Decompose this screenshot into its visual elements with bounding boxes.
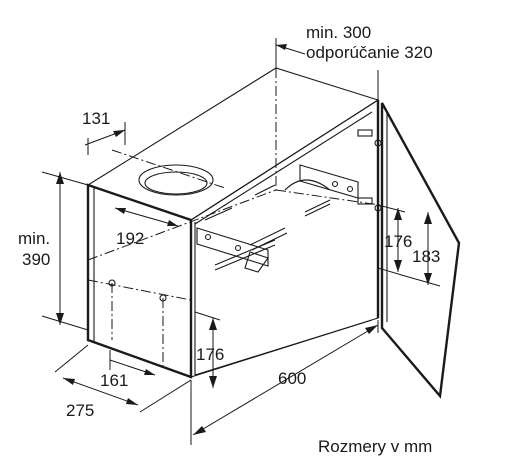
dim-176b-ext-top <box>194 311 221 321</box>
caption-units: Rozmery v mm <box>318 437 432 456</box>
bracket-right <box>299 164 359 199</box>
screw-hole-right <box>159 294 167 302</box>
exhaust-hole <box>138 164 214 196</box>
label-min: min. <box>18 229 50 248</box>
label-min-300: min. 300 <box>306 23 371 42</box>
inner-bottom-edge <box>194 319 373 376</box>
cabinet-front-panel <box>86 183 193 379</box>
bolt-right-b <box>304 203 331 217</box>
screw-hole-left <box>108 279 116 287</box>
bolt-top-left <box>204 207 233 221</box>
arrow-top <box>276 44 287 50</box>
bolt-left <box>249 227 286 246</box>
label-183: 183 <box>412 247 440 266</box>
arrow-600-right <box>365 325 378 334</box>
bracket-right-hole-1 <box>331 180 339 188</box>
arrow-275-right <box>126 398 138 405</box>
cabinet-right-side <box>190 98 379 378</box>
hidden-mid-line <box>87 189 277 261</box>
arrow-183-bottom <box>424 273 432 285</box>
hinge-top <box>357 129 373 137</box>
arrow-390-top <box>56 172 64 184</box>
bracket-left-hole-2 <box>234 244 242 252</box>
bolt-top-right <box>254 184 276 196</box>
label-161: 161 <box>100 371 128 390</box>
arrow-192-left <box>115 208 126 214</box>
dim-390-ext-bottom <box>41 315 89 331</box>
dim-176r-ext-bottom <box>377 267 406 277</box>
rail-left <box>214 239 276 266</box>
hole-centerline <box>111 149 226 189</box>
cabinet-door <box>380 102 461 399</box>
hinge-bottom <box>357 197 373 205</box>
bracket-left-hole-1 <box>204 233 212 241</box>
label-131: 131 <box>82 109 110 128</box>
arrow-275-left <box>63 378 75 385</box>
label-192: 192 <box>116 229 144 248</box>
arrow-176b-top <box>209 318 217 330</box>
arrow-131 <box>113 130 125 137</box>
arrow-183-top <box>424 212 432 224</box>
label-600: 600 <box>278 369 306 388</box>
arrow-192-right <box>167 220 178 226</box>
label-recommended-320: odporúčanie 320 <box>306 43 433 62</box>
dim-183-ext-bottom <box>404 275 441 287</box>
label-176-right: 176 <box>384 232 412 251</box>
bolt-right <box>304 199 331 213</box>
rail-left-b <box>214 244 276 271</box>
arrow-176r-top <box>394 208 402 220</box>
dim-176r-ext-top <box>377 204 406 213</box>
bracket-right-hole-2 <box>346 185 354 193</box>
bracket-left-tab <box>244 251 269 273</box>
dim-275-ext-left <box>54 344 89 373</box>
label-275: 275 <box>66 401 94 420</box>
dim-600-line <box>192 324 379 436</box>
arrow-161 <box>144 369 155 375</box>
label-176-bottom: 176 <box>196 345 224 364</box>
inner-top-edge <box>194 111 373 225</box>
arrow-600-left <box>193 426 206 435</box>
exhaust-hole-inner <box>144 171 208 195</box>
dim-275-ext-right <box>139 379 192 413</box>
bracket-right-curve <box>284 179 331 191</box>
bracket-left <box>196 227 269 267</box>
dim-275-line <box>62 377 139 406</box>
arrow-176r-bottom <box>394 260 402 272</box>
arrow-390-bottom <box>56 313 64 325</box>
arrow-176b-bottom <box>209 376 217 388</box>
dim-192-line <box>114 207 179 227</box>
label-390: 390 <box>22 250 50 269</box>
hidden-lower-line <box>87 279 192 301</box>
dim-390-ext-top <box>41 171 89 186</box>
cabinet-top-face <box>86 67 380 221</box>
